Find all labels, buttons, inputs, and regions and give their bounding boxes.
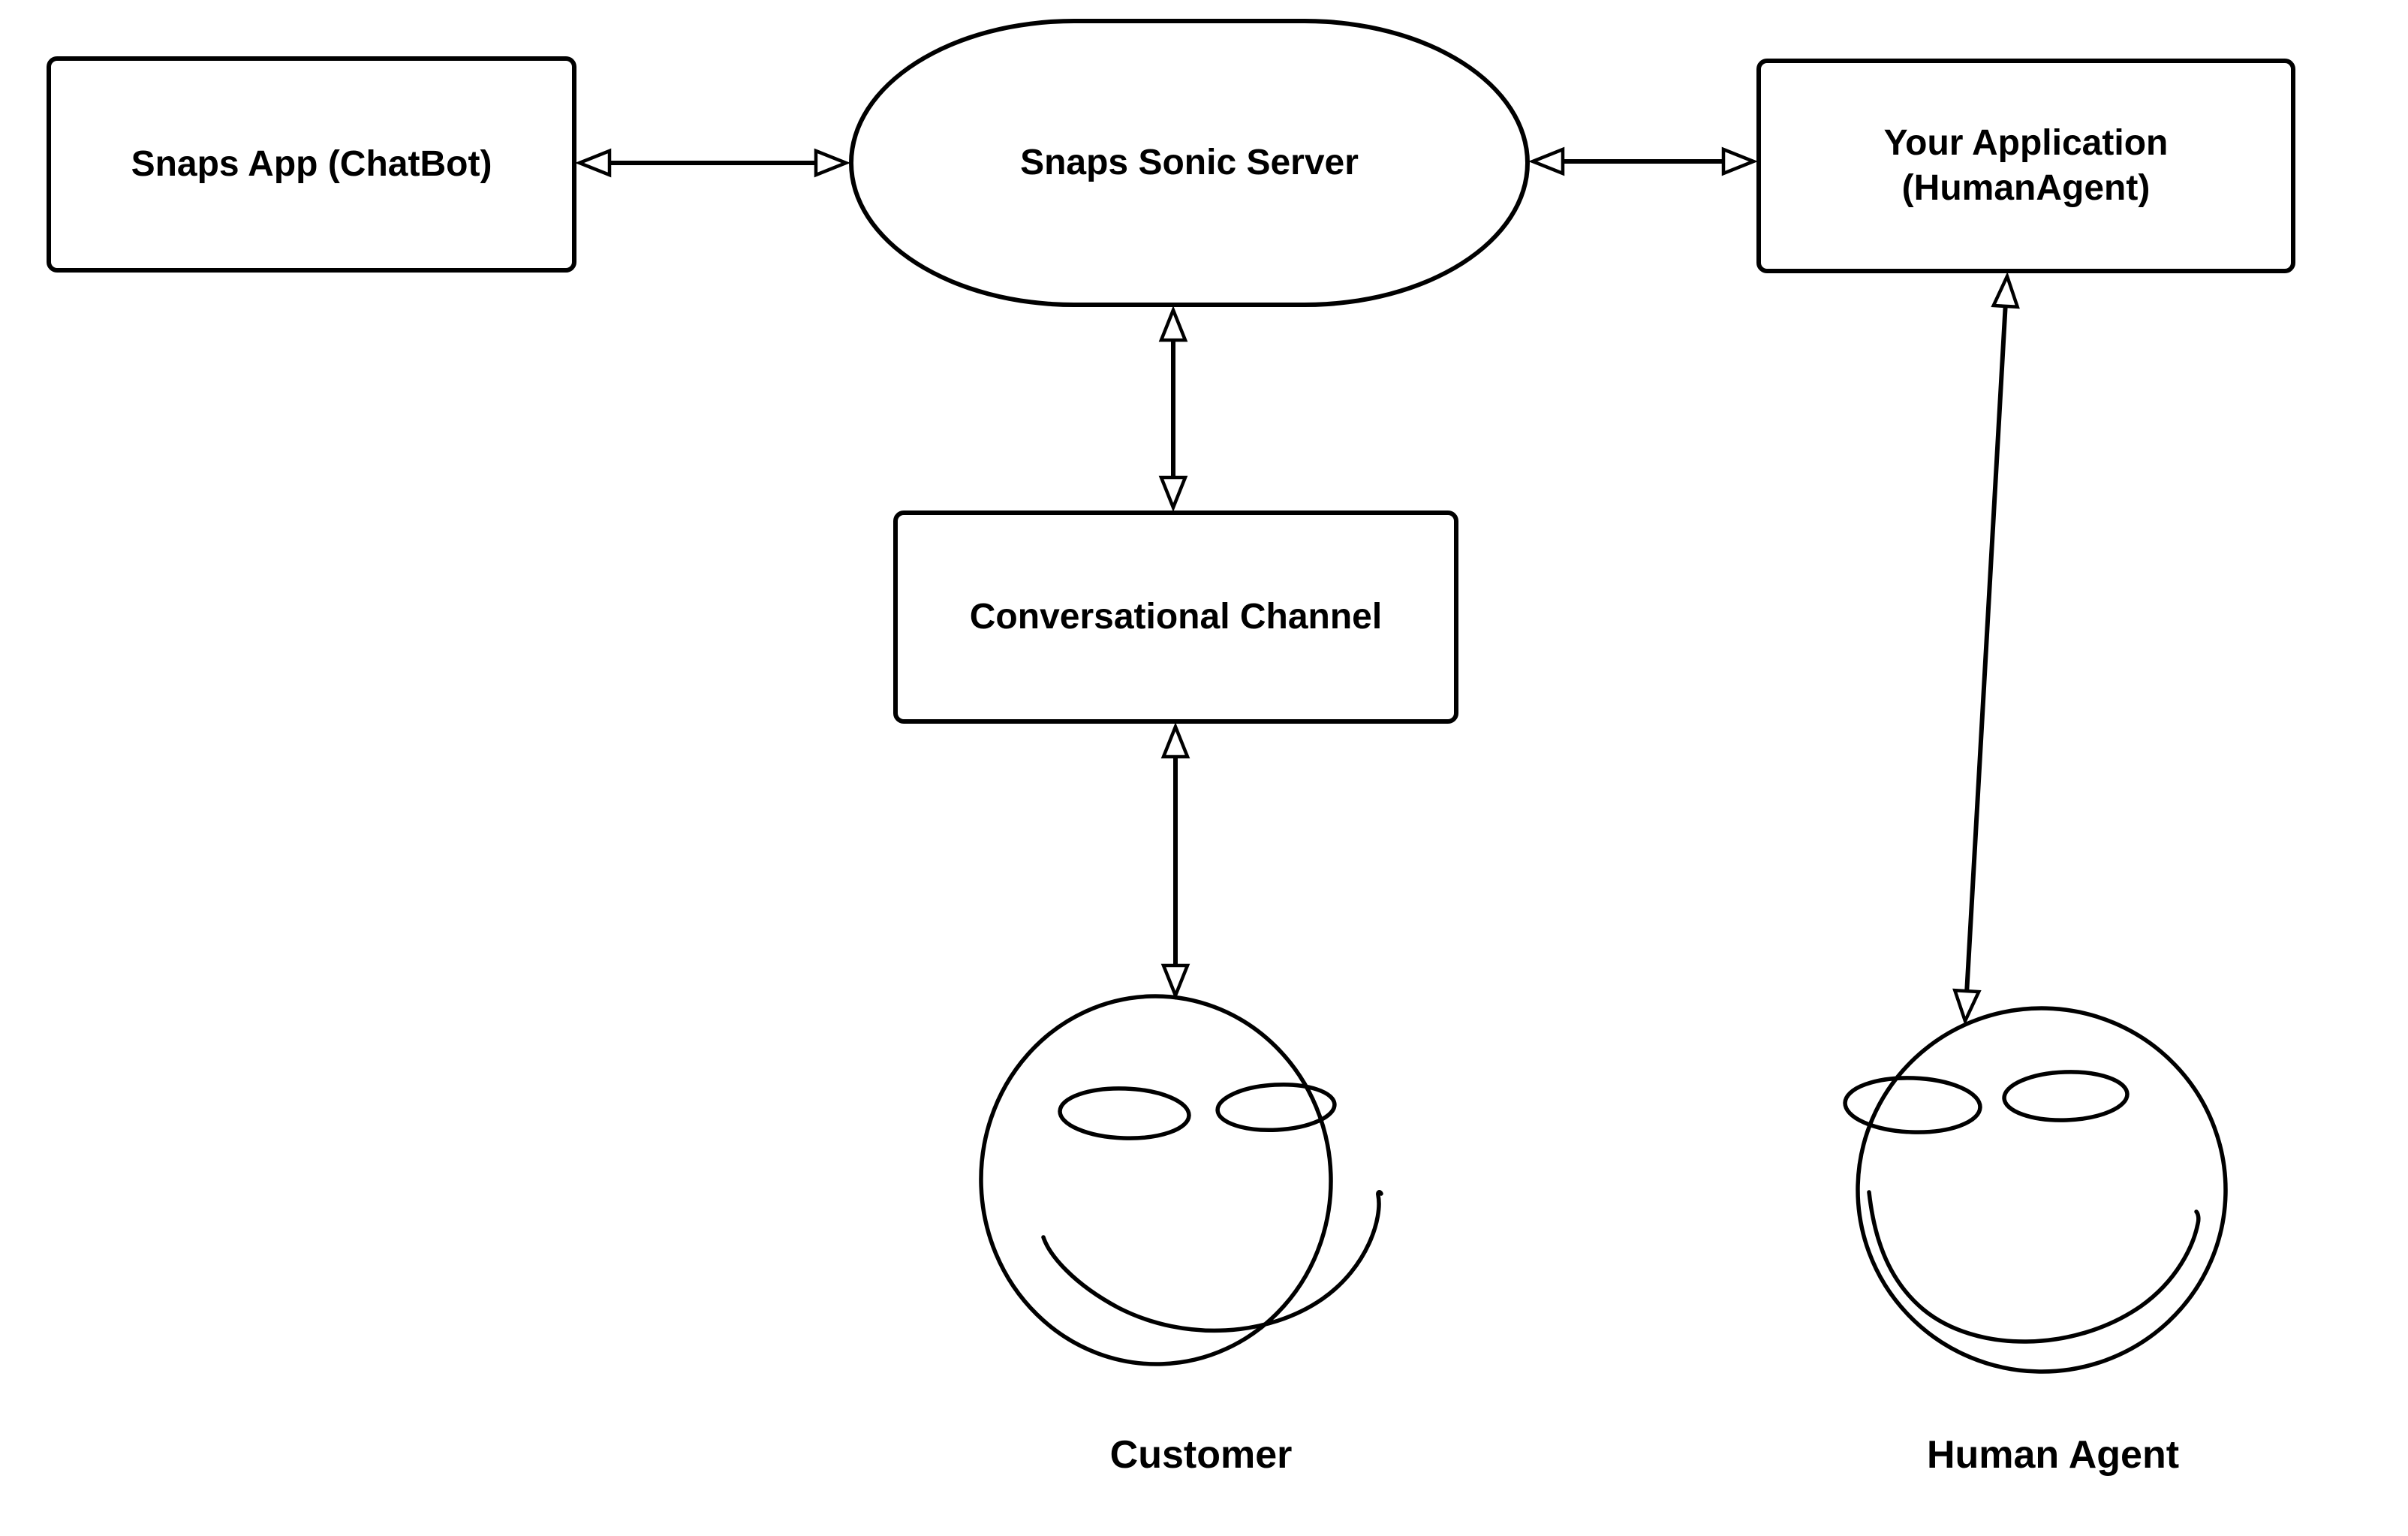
arrow-your-application-human-agent — [1952, 271, 2020, 1026]
node-snaps-sonic-server: Snaps Sonic Server — [849, 19, 1530, 307]
arrow-sonic-server-conversational-channel — [1158, 305, 1188, 513]
node-your-application-label: Your Application (HumanAgent) — [1884, 121, 2169, 211]
arrow-sonic-server-your-application — [1528, 146, 1759, 176]
human-agent-face-outline — [1856, 1006, 2228, 1374]
customer-face — [979, 994, 1383, 1366]
node-sonic-server-label: Snaps Sonic Server — [1020, 143, 1359, 182]
human-agent-face — [1843, 1006, 2228, 1374]
node-conversational-channel: Conversational Channel — [893, 510, 1458, 724]
arrow-snaps-app-sonic-server — [574, 148, 851, 178]
node-your-application-label-line1: Your Application — [1883, 123, 2169, 163]
human-agent-label: Human Agent — [1926, 1433, 2180, 1477]
node-conversational-channel-label: Conversational Channel — [969, 597, 1383, 637]
node-snaps-app-label: Snaps App (ChatBot) — [131, 144, 492, 184]
human-agent-smile — [1867, 1190, 2201, 1344]
customer-right-eye — [1215, 1083, 1337, 1132]
customer-face-outline — [979, 994, 1333, 1366]
node-your-application-humanagent: Your Application (HumanAgent) — [1756, 59, 2295, 273]
customer-smile — [1041, 1190, 1383, 1333]
customer-left-eye — [1058, 1086, 1191, 1140]
node-snaps-app-chatbot: Snaps App (ChatBot) — [47, 56, 576, 273]
node-your-application-label-line2: (HumanAgent) — [1901, 168, 2151, 208]
human-agent-right-eye — [2002, 1070, 2130, 1122]
customer-label: Customer — [1109, 1433, 1293, 1477]
human-agent-left-eye — [1843, 1076, 1982, 1134]
arrow-conversational-channel-customer — [1160, 721, 1190, 1001]
